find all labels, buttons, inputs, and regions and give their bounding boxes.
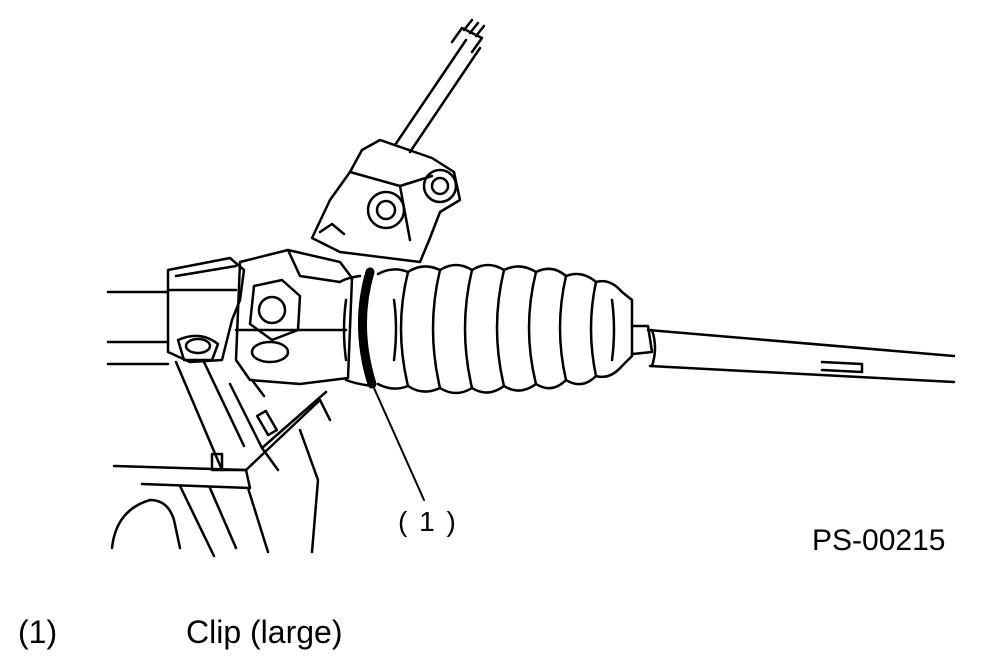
frame-member: [110, 360, 332, 558]
figure-code: PS-00215: [812, 524, 946, 557]
legend-item-number: (1): [18, 614, 58, 650]
steering-shaft: [393, 18, 486, 154]
clip-large: [357, 267, 377, 389]
pinion-housing: [310, 138, 462, 264]
callout-leader-line: [373, 387, 425, 501]
callout-label: ( 1 ): [398, 506, 458, 537]
legend-item-description: Clip (large): [186, 614, 343, 650]
bellows-boot: [376, 263, 634, 395]
mounting-bracket: [106, 256, 246, 366]
rack-housing: [234, 248, 354, 398]
boot-collar: [338, 274, 374, 388]
tie-rod: [630, 324, 956, 384]
